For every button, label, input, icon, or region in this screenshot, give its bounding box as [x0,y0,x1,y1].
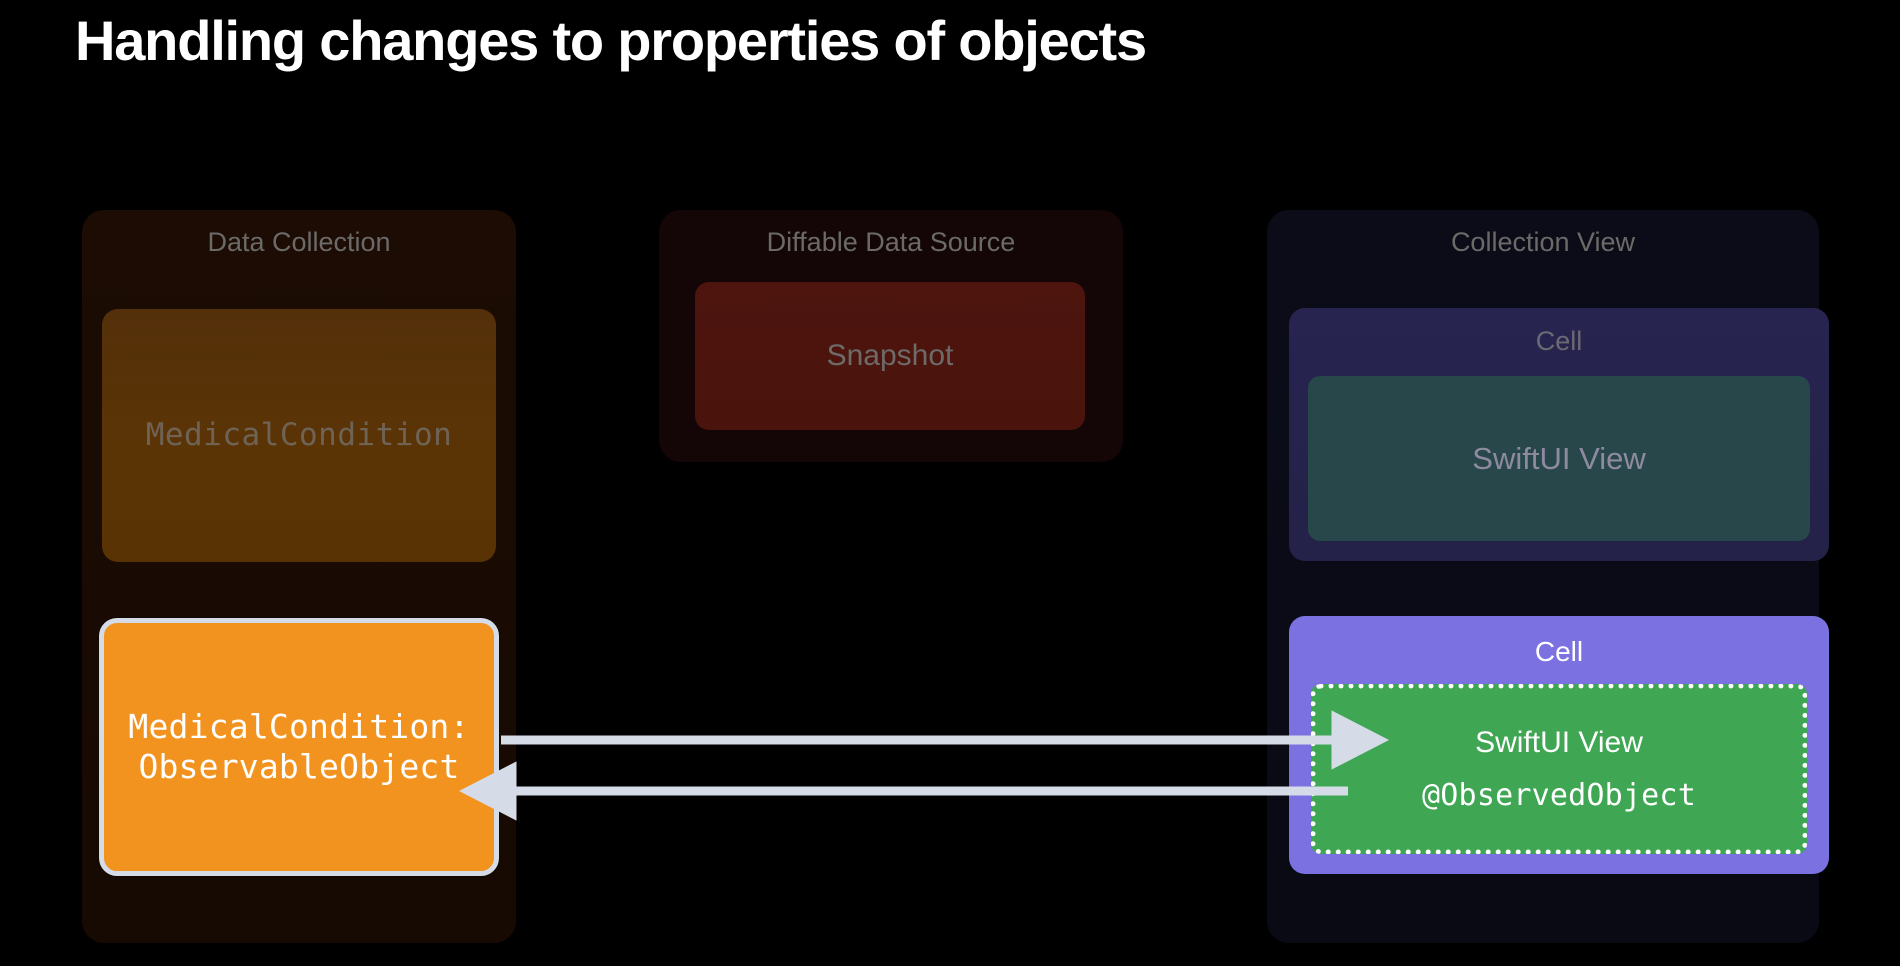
swiftui-view-dimmed: SwiftUI View [1308,376,1810,541]
card-medical-condition-dimmed-label: MedicalCondition [145,416,453,453]
swiftui-view-dimmed-label: SwiftUI View [1472,440,1646,476]
cell-dimmed: Cell SwiftUI View [1289,308,1829,561]
cell-highlighted-title: Cell [1534,636,1584,667]
card-medical-condition-dimmed: MedicalCondition [102,309,496,562]
card-snapshot-label: Snapshot [826,338,954,372]
card-medical-condition-active[interactable]: MedicalCondition: ObservableObject [99,618,499,876]
panel-diffable-data-source: Diffable Data Source Snapshot [659,210,1123,462]
swiftui-view-observed[interactable]: SwiftUI View @ObservedObject [1311,684,1807,854]
panel-collection-view: Collection View Cell SwiftUI View Cell S… [1267,210,1829,943]
card-medical-condition-active-label: MedicalCondition: ObservableObject [128,706,470,786]
panel-title-collection-view: Collection View [1450,227,1636,257]
cell-highlighted[interactable]: Cell SwiftUI View @ObservedObject [1289,616,1829,874]
swiftui-view-observed-label: SwiftUI View [1475,725,1643,759]
panel-data-collection: Data Collection MedicalCondition Medical… [82,210,516,943]
card-snapshot: Snapshot [695,282,1085,430]
observed-object-label: @ObservedObject [1422,777,1696,813]
panel-title-diffable-data-source: Diffable Data Source [766,227,1016,257]
page-title: Handling changes to properties of object… [75,9,1147,72]
cell-dimmed-title: Cell [1535,326,1583,356]
panel-title-data-collection: Data Collection [207,227,391,257]
